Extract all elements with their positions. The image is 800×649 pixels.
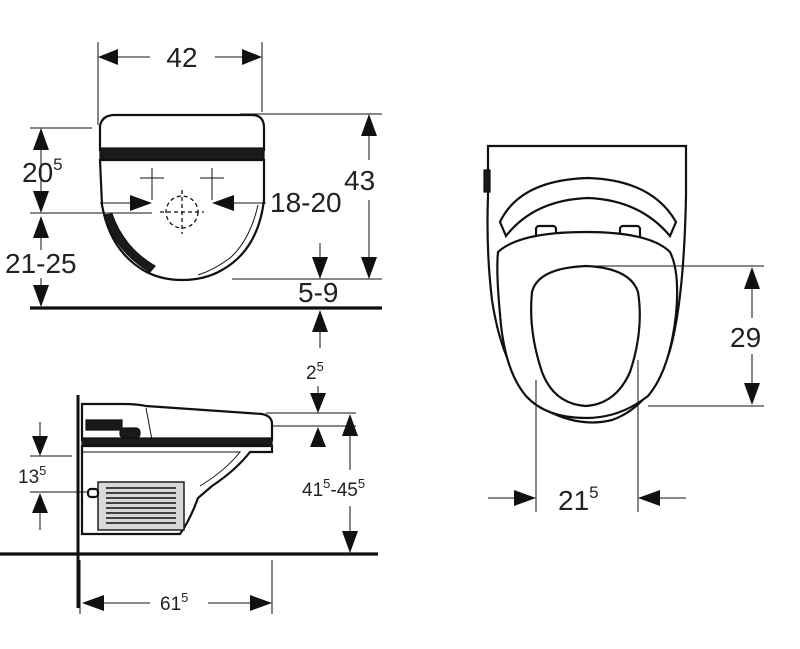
dim-lower-label: 21-25 (5, 248, 77, 279)
dim-side-height-a: 41 (302, 480, 323, 501)
front-bowl-inner (197, 204, 259, 276)
arrow-opening-width-left (514, 490, 536, 506)
arrow-depth-left (82, 595, 104, 611)
top-lid-arch (498, 176, 678, 239)
top-housing-side-left (483, 169, 491, 193)
arrow-opening-width-right (638, 490, 660, 506)
dim-fixing-label: 18-20 (270, 187, 342, 218)
dim-seat-sup: 5 (317, 359, 324, 374)
arrow-opening-bottom (744, 383, 760, 405)
front-bowl-vent (103, 213, 156, 273)
top-view: 29 215 (483, 144, 764, 516)
dim-depth-main: 61 (160, 594, 181, 615)
dim-conn-sup: 5 (39, 463, 46, 478)
arrow-upper-bottom (33, 191, 49, 213)
dim-side-height-label: 415-455 (302, 476, 365, 501)
dim-conn-label: 135 (18, 463, 46, 488)
arrow-gap-top (312, 257, 328, 279)
side-seat-band (81, 437, 273, 447)
front-seat-lid (98, 113, 266, 152)
arrow-height-top (361, 114, 377, 136)
arrow-side-height-bottom (342, 531, 358, 553)
side-view: 25 415-455 135 615 (0, 359, 378, 615)
arrow-lower-bottom (33, 285, 49, 307)
arrow-gap-bottom (312, 310, 328, 332)
arrow-width-right (242, 49, 262, 65)
arrow-conn-bottom (32, 493, 48, 513)
dim-seat-label: 25 (306, 359, 324, 384)
dim-opening-width-main: 21 (558, 485, 589, 516)
arrow-seat-bottom (310, 427, 326, 447)
dim-conn-main: 13 (18, 467, 39, 488)
arrow-side-height-top (342, 414, 358, 436)
dim-opening-length-label: 29 (730, 322, 761, 353)
side-grille-panel (97, 481, 185, 531)
front-view: 42 43 205 21-25 18-20 5 (5, 42, 382, 348)
arrow-depth-right (250, 595, 272, 611)
arrow-height-bottom (361, 257, 377, 279)
arrow-seat-top (310, 393, 326, 413)
dim-height-label: 43 (344, 165, 375, 196)
arrow-width-left (98, 49, 118, 65)
arrow-fixing-left (130, 195, 152, 211)
dim-side-height-sep: -45 (330, 480, 357, 501)
dim-side-height-b-sup: 5 (358, 476, 365, 491)
dim-depth-label: 615 (160, 590, 188, 615)
arrow-fixing-right (212, 195, 234, 211)
dim-side-height-a-sup: 5 (323, 476, 330, 491)
dim-seat-main: 2 (306, 363, 317, 384)
side-grille-slots (106, 487, 176, 524)
dim-opening-width-sup: 5 (589, 483, 598, 502)
arrow-lower-top (33, 216, 49, 238)
arrow-conn-top (32, 436, 48, 456)
side-connection-port (86, 487, 100, 499)
arrow-upper-top (33, 128, 49, 150)
front-seat-band (99, 147, 265, 161)
top-seat-opening (530, 264, 641, 408)
dim-gap-label: 5-9 (298, 277, 338, 308)
side-seat-edge (145, 407, 153, 441)
dim-depth-sup: 5 (181, 590, 188, 605)
arrow-opening-top (744, 267, 760, 289)
side-seat-vent (85, 419, 123, 431)
dim-opening-width-label: 215 (558, 483, 599, 516)
dim-upper-label: 205 (22, 155, 63, 188)
dim-width-label: 42 (166, 42, 197, 73)
dim-upper-main: 20 (22, 157, 53, 188)
dim-upper-sup: 5 (53, 155, 62, 174)
side-control-knob (119, 427, 141, 439)
side-bowl-contour (82, 451, 242, 487)
